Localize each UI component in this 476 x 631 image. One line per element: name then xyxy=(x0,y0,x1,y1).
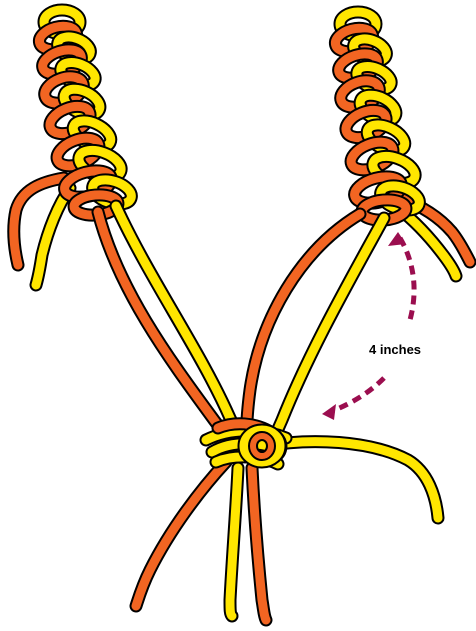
right-braid xyxy=(333,12,470,276)
lower-strands xyxy=(136,442,438,620)
dashed-arrow-lower-segment xyxy=(330,378,384,412)
measurement-label: 4 inches xyxy=(369,342,421,357)
right-braid-links xyxy=(333,12,423,222)
measurement-annotation: 4 inches xyxy=(322,232,421,420)
long-strands xyxy=(98,206,384,452)
arrowhead-bottom-icon xyxy=(322,404,336,420)
dashed-curved-double-arrow-icon xyxy=(400,238,414,320)
center-knot xyxy=(206,424,286,464)
left-braid xyxy=(14,10,135,285)
